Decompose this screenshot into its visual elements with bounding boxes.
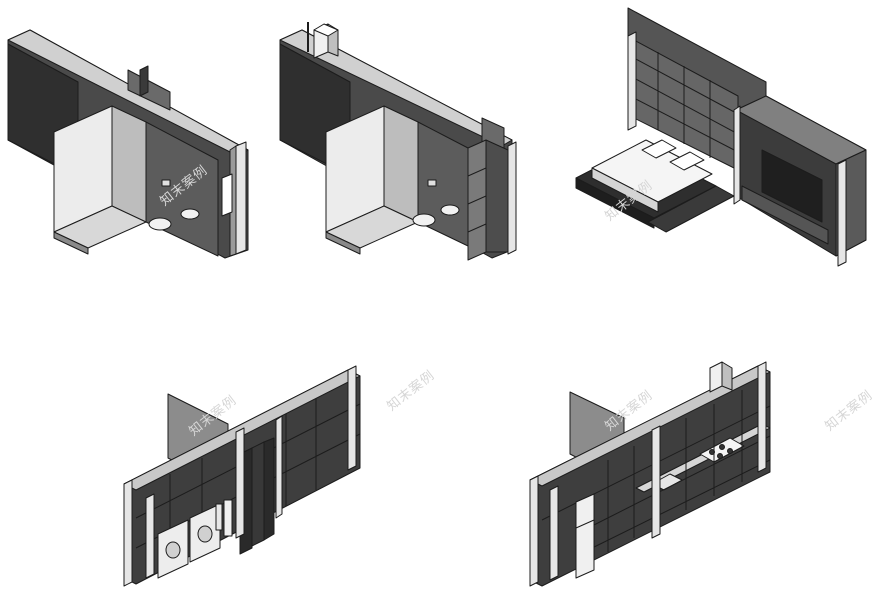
shower-tray-front xyxy=(325,231,361,255)
water-heater-side xyxy=(721,361,733,391)
tv-cabinet-lower xyxy=(741,185,829,245)
end-post xyxy=(235,141,247,255)
post xyxy=(235,427,245,539)
mid-post xyxy=(733,105,741,205)
shower-frame xyxy=(111,105,147,223)
bathroom-module-with-storage-drawing xyxy=(279,22,517,261)
washing-machine-door xyxy=(165,541,181,559)
shower-frame xyxy=(383,105,419,223)
sliding-panel xyxy=(263,437,275,541)
end-post xyxy=(507,141,517,255)
top-slab xyxy=(7,29,249,157)
post xyxy=(123,479,133,587)
bed-mattress-front xyxy=(591,167,659,213)
post xyxy=(651,425,661,539)
burner xyxy=(719,444,725,450)
end-post-side xyxy=(229,145,237,257)
bathroom-module-open-drawing xyxy=(7,29,249,259)
post xyxy=(529,475,539,587)
left-post xyxy=(627,31,637,131)
switch-plate xyxy=(427,179,437,187)
post xyxy=(757,361,767,473)
sliding-panel xyxy=(251,441,265,547)
laundry-storage-module-drawing xyxy=(123,365,361,587)
pillow xyxy=(669,151,705,171)
washing-machine-door xyxy=(197,525,213,543)
shower-tray-front xyxy=(53,231,89,255)
end-post xyxy=(837,159,847,267)
watermark: 知末案例 xyxy=(384,367,438,415)
washbasin xyxy=(440,204,460,216)
post xyxy=(275,415,283,519)
bottle xyxy=(223,499,233,537)
toilet xyxy=(412,213,436,227)
kitchen-module-drawing xyxy=(529,361,771,587)
top-slab xyxy=(279,29,513,147)
bed-platform-front xyxy=(575,177,655,229)
watermark: 知末案例 xyxy=(822,387,876,435)
shelving-lines xyxy=(633,52,739,158)
post xyxy=(145,493,155,579)
bottle xyxy=(215,503,223,531)
switch-plate xyxy=(161,179,171,187)
storage-shelf-side xyxy=(485,139,509,253)
post xyxy=(347,365,357,471)
toilet xyxy=(148,217,172,231)
water-heater-top xyxy=(313,23,339,37)
burner xyxy=(727,448,733,454)
pillow xyxy=(641,139,677,159)
tv-screen xyxy=(761,149,823,223)
burner xyxy=(717,453,723,459)
bedroom-module-drawing xyxy=(575,7,867,267)
post xyxy=(549,485,559,581)
partition-top xyxy=(127,69,171,111)
washbasin xyxy=(180,208,200,220)
niche xyxy=(221,173,233,217)
partition-side xyxy=(139,65,149,97)
refrigerator xyxy=(575,493,595,579)
